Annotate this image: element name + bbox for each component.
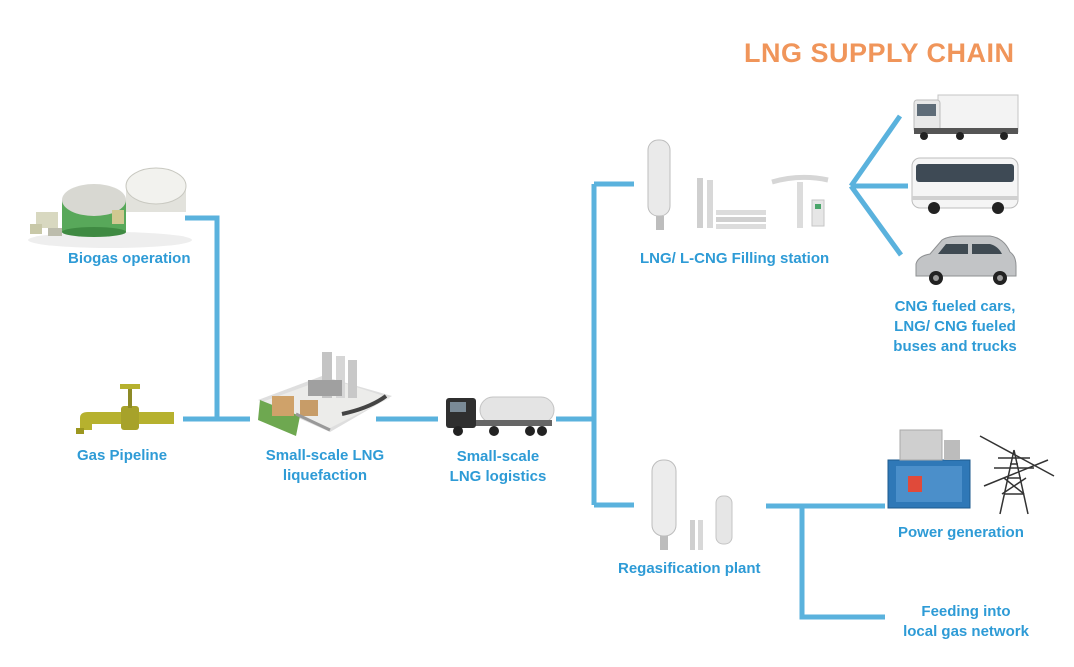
power-pylon-icon	[979, 435, 1055, 515]
filling-station-label: LNG/ L-CNG Filling station	[640, 249, 829, 269]
power-generation-label: Power generation	[898, 523, 1024, 543]
biogas-plant-icon	[28, 167, 192, 248]
power-generation-label-text: Power generation	[898, 524, 1024, 541]
feeding-label-line-1: Feeding into	[921, 603, 1011, 620]
vehicles-label-line-1: CNG fueled cars,	[894, 298, 1016, 315]
gas-pipeline-label-text: Gas Pipeline	[77, 447, 168, 464]
filling-station-label-text: LNG/ L-CNG Filling station	[640, 250, 830, 267]
liquefaction-label-line-2: liquefaction	[282, 467, 368, 484]
logistics-label: Small-scale LNG logistics	[434, 447, 562, 487]
vehicles-label-line-3: buses and trucks	[893, 338, 1017, 355]
lorry-icon	[913, 94, 1019, 140]
biogas-label-text: Biogas operation	[68, 250, 191, 267]
gas-pipeline-label: Gas Pipeline	[77, 446, 167, 466]
feeding-label: Feeding into local gas network	[886, 602, 1046, 642]
regasification-plant-label: Regasification plant	[618, 559, 761, 579]
feeding-label-line-2: local gas network	[903, 623, 1029, 640]
car-icon	[915, 235, 1017, 285]
liquefaction-label-line-1: Small-scale LNG	[265, 447, 385, 464]
regasification-plant-icon	[651, 459, 733, 550]
bus-icon	[911, 157, 1019, 214]
lng-truck-icon	[446, 396, 555, 436]
power-container-icon	[887, 429, 971, 509]
logistics-label-line-2: LNG logistics	[449, 468, 547, 485]
vehicles-label-line-2: LNG/ CNG fueled	[894, 318, 1016, 335]
connector-lines	[183, 114, 908, 620]
gas-pipeline-icon	[76, 384, 174, 434]
liquefaction-label: Small-scale LNG liquefaction	[252, 446, 398, 486]
vehicles-fan-connector	[848, 114, 908, 257]
filling-station-icon	[647, 139, 829, 230]
biogas-connector	[185, 215, 220, 419]
diagram-title: LNG SUPPLY CHAIN	[744, 38, 1015, 68]
liquefaction-plant-icon	[258, 352, 392, 436]
biogas-operation-label: Biogas operation	[68, 249, 191, 269]
regasification-label-text: Regasification plant	[618, 560, 761, 577]
vehicles-label: CNG fueled cars, LNG/ CNG fueled buses a…	[876, 297, 1034, 357]
regas-output-connector	[766, 503, 885, 620]
logistics-label-line-1: Small-scale	[456, 448, 540, 465]
